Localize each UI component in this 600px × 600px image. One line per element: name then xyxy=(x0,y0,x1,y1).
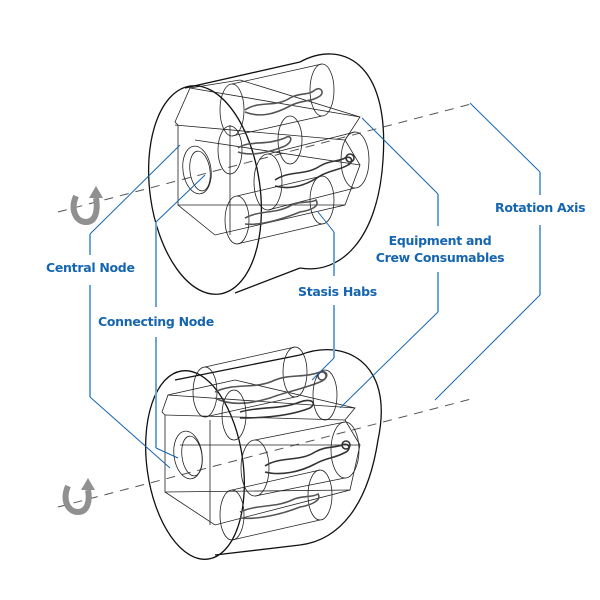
equipment-consumables-label: Equipment and Crew Consumables xyxy=(375,232,505,266)
central-node-label: Central Node xyxy=(46,260,135,275)
equipment-leader-bottom xyxy=(339,311,439,409)
central-node-leader-top xyxy=(89,144,181,235)
rotation-axis-leader-bottom xyxy=(434,294,541,401)
bottom-stasis-hab-lower xyxy=(219,469,333,541)
top-stasis-hab-right xyxy=(253,131,370,211)
top-cylinder-top-edge xyxy=(184,61,301,89)
stasis-habs-label: Stasis Habs xyxy=(298,284,377,299)
bottom-outer-cylinder-back xyxy=(299,348,382,546)
top-stasis-hab-lower xyxy=(224,175,335,245)
stasis-habs-leader-top xyxy=(317,211,335,233)
bottom-stasis-hab-upper xyxy=(192,346,328,418)
connecting-node-label: Connecting Node xyxy=(98,314,214,329)
rotation-axis-leader-top xyxy=(469,102,541,173)
equipment-leader-top xyxy=(361,117,439,195)
top-stasis-hab-upper xyxy=(219,63,335,137)
rotation-arrow-icon xyxy=(70,186,103,226)
top-module xyxy=(57,53,476,295)
equipment-label-line1: Equipment and xyxy=(388,233,492,248)
top-outer-cylinder-back xyxy=(299,53,385,270)
connecting-node-leader-top xyxy=(155,174,206,223)
top-central-node xyxy=(182,145,212,195)
central-node-leader-bottom xyxy=(89,396,171,469)
top-outer-cylinder-front xyxy=(147,85,263,295)
rotation-arrow-icon xyxy=(62,478,95,516)
top-stasis-hab-middle xyxy=(217,115,303,175)
bottom-module xyxy=(57,346,476,560)
top-cylinder-bottom-edge xyxy=(234,267,301,294)
bottom-outer-cylinder-front xyxy=(145,370,245,560)
equipment-label-line2: Crew Consumables xyxy=(375,250,505,265)
bottom-stasis-hab-mid xyxy=(221,369,338,441)
bottom-cylinder-top-edge xyxy=(174,354,301,381)
top-rotation-axis-line xyxy=(57,102,476,213)
rotation-axis-label: Rotation Axis xyxy=(495,200,586,215)
bottom-cylinder-bottom-edge xyxy=(214,544,301,556)
connecting-node-leader-bottom xyxy=(155,447,179,459)
stasis-habs-leader-bottom xyxy=(311,357,335,381)
